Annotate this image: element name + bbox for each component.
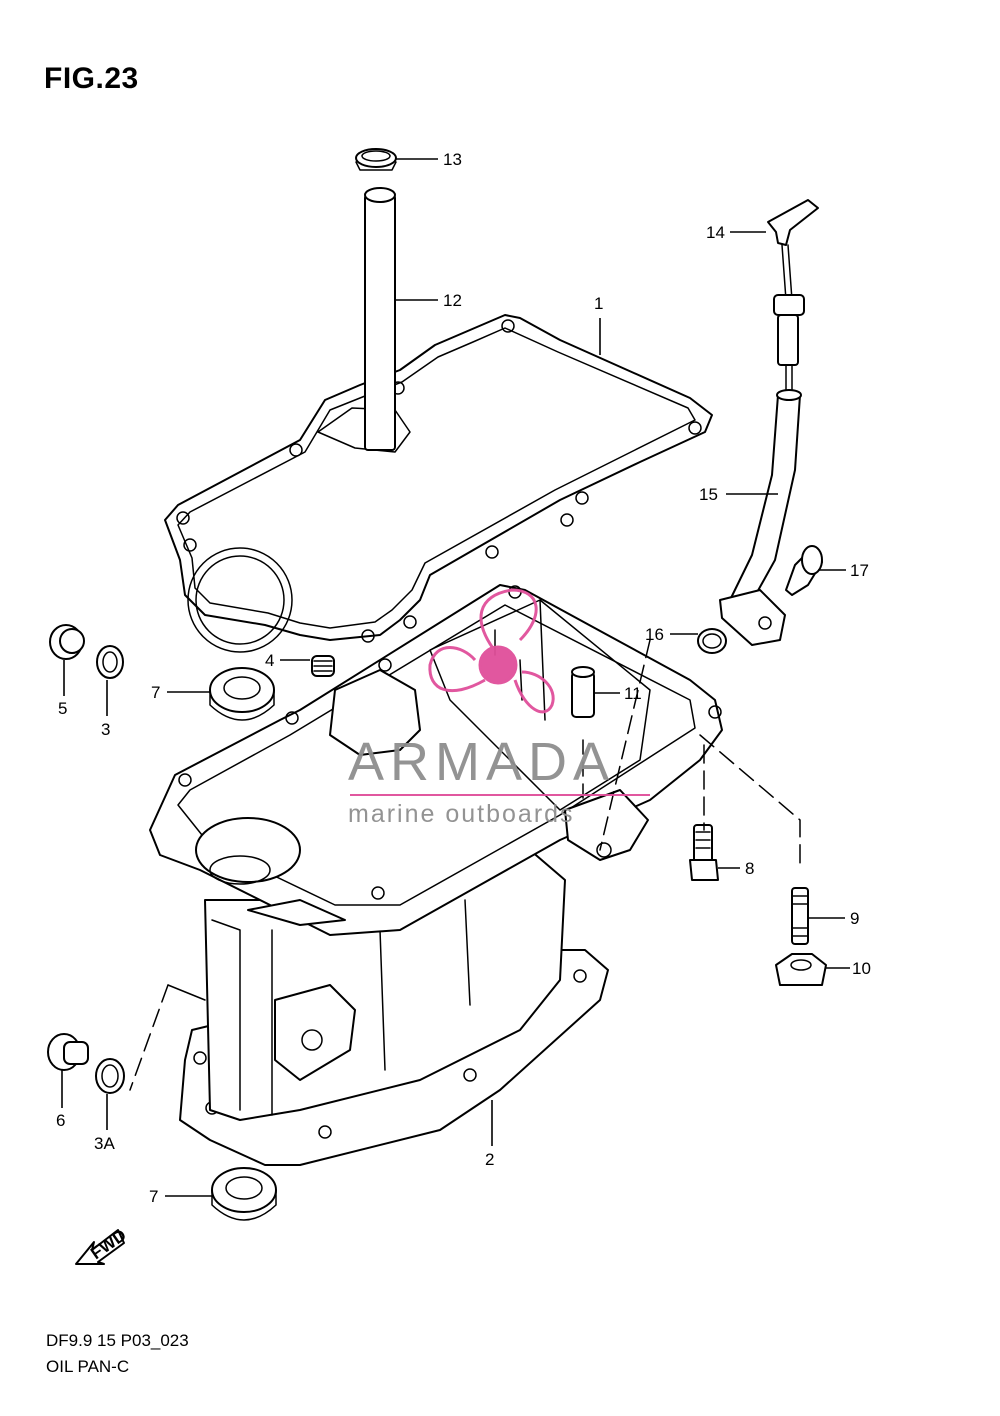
washer-3a — [95, 1058, 125, 1094]
dipstick-tube — [719, 389, 802, 646]
callout-11: 11 — [624, 684, 642, 703]
callout-14: 14 — [706, 223, 725, 242]
callout-2: 2 — [485, 1150, 494, 1169]
oil-dipstick — [767, 199, 819, 391]
bolt-17 — [785, 545, 823, 596]
callout-16: 16 — [645, 625, 664, 644]
oil-seal-7-lower — [211, 1167, 277, 1221]
bolt-8 — [689, 824, 719, 881]
callout-7-lower: 7 — [149, 1187, 158, 1206]
oil-seal-7-upper — [209, 667, 275, 721]
drain-plug-6 — [47, 1033, 89, 1071]
callout-8: 8 — [745, 859, 754, 878]
washer-3 — [96, 645, 124, 679]
fwd-arrow-icon: FWD — [75, 1225, 130, 1265]
watermark-tagline: marine outboards — [348, 800, 575, 828]
caption-part-name: OIL PAN-C — [46, 1357, 130, 1376]
nut-10 — [775, 953, 827, 986]
callout-7-upper: 7 — [151, 683, 160, 702]
callout-3a: 3A — [94, 1134, 115, 1153]
caption-model: DF9.9 15 P03_023 — [46, 1331, 189, 1350]
callout-15: 15 — [699, 485, 718, 504]
drain-plug-5 — [49, 624, 85, 660]
propeller-logo-icon — [428, 588, 555, 714]
armada-watermark: ARMADA marine outboards — [348, 588, 650, 828]
callout-12: 12 — [443, 291, 462, 310]
o-ring-16 — [697, 628, 727, 654]
callout-3: 3 — [101, 720, 110, 739]
callout-6: 6 — [56, 1111, 65, 1130]
callout-5: 5 — [58, 699, 67, 718]
callout-13: 13 — [443, 150, 462, 169]
dowel-pin — [571, 666, 595, 718]
hose-clip — [355, 148, 397, 171]
oil-tube — [364, 187, 396, 451]
plug-4 — [311, 655, 335, 677]
oil-pan-gasket — [164, 314, 713, 653]
figure-title: FIG.23 — [44, 62, 139, 95]
callout-4: 4 — [265, 651, 274, 670]
callout-17: 17 — [850, 561, 869, 580]
fwd-label: FWD — [87, 1225, 130, 1263]
watermark-brand: ARMADA — [348, 732, 615, 792]
callout-10: 10 — [852, 959, 871, 978]
callouts: 1 2 3 3A 4 5 6 7 7 8 9 10 11 12 13 14 15 — [56, 150, 871, 1206]
callout-9: 9 — [850, 909, 859, 928]
stud-9 — [791, 887, 809, 945]
callout-1: 1 — [594, 294, 603, 313]
